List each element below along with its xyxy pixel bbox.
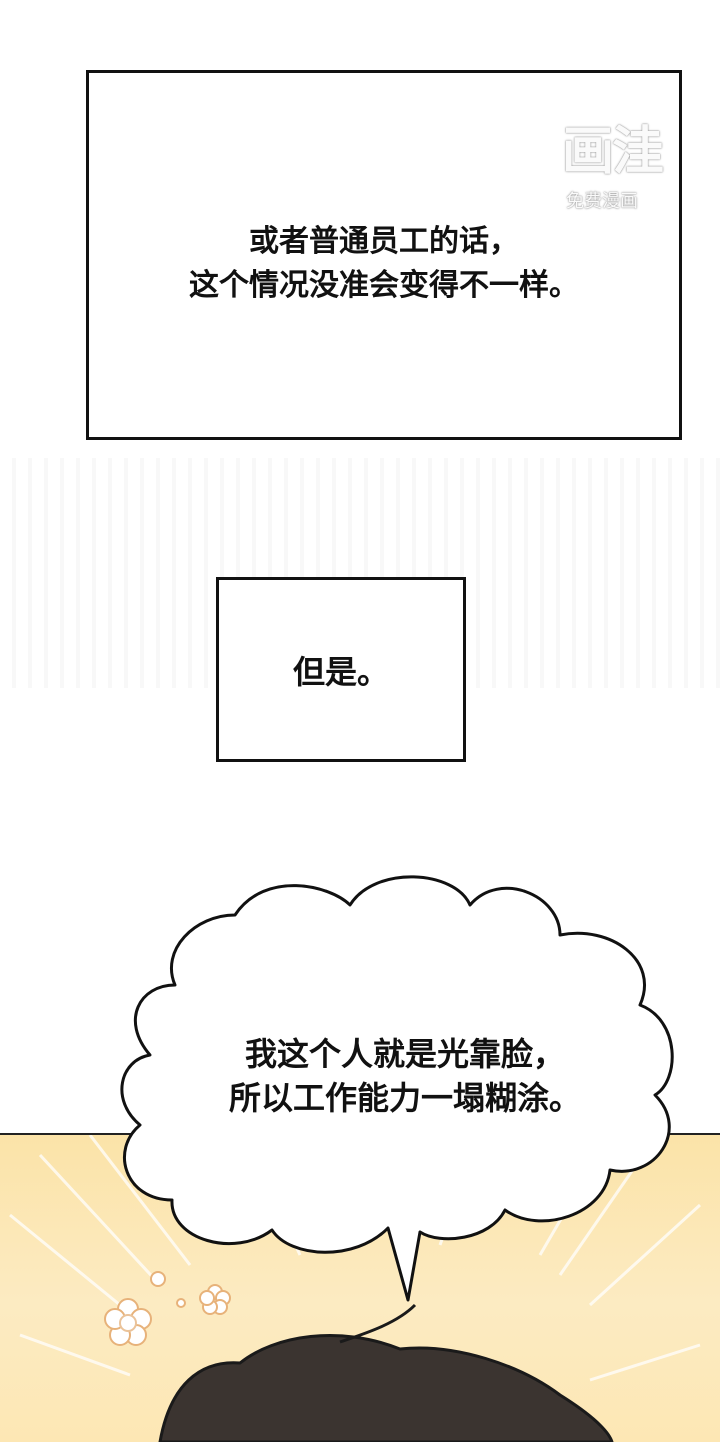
- narration-box-top: 或者普通员工的话， 这个情况没准会变得不一样。: [86, 70, 682, 440]
- watermark-title: 画洼: [562, 122, 664, 182]
- narration-line: 这个情况没准会变得不一样。: [189, 268, 579, 303]
- narration-box-middle: 但是。: [216, 577, 466, 762]
- watermark-logo: 画洼 免费漫画: [558, 122, 682, 226]
- character-hair: [158, 1334, 614, 1442]
- narration-text-middle: 但是。: [292, 652, 389, 691]
- narration-line: 或者普通员工的话，: [249, 224, 519, 259]
- speech-line: 所以工作能力一塌糊涂。: [228, 1079, 581, 1117]
- speech-text: 我这个人就是光靠脸， 所以工作能力一塌糊涂。: [170, 1032, 640, 1120]
- hair-strand: [339, 1303, 417, 1344]
- speech-line: 我这个人就是光靠脸，: [244, 1035, 565, 1073]
- sparkle-flowers: [104, 1271, 231, 1346]
- narration-text-top: 或者普通员工的话， 这个情况没准会变得不一样。: [189, 220, 579, 308]
- watermark-subtitle: 免费漫画: [566, 191, 638, 212]
